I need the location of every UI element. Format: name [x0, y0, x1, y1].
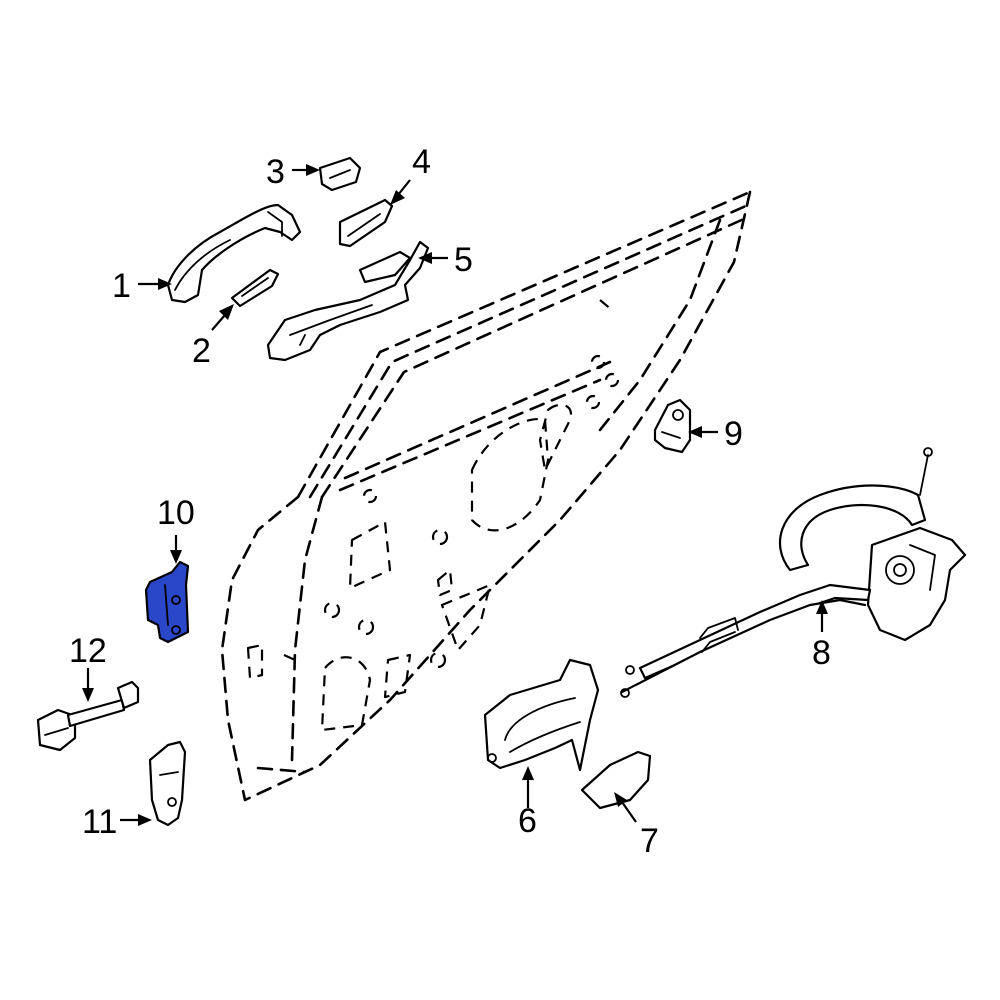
- part-5-handle-bracket: [266, 240, 430, 362]
- callout-numbers: 1 2 3 4 5 6 7 8 9 10 11 12: [69, 143, 831, 860]
- part-7-handle-bezel: [580, 750, 652, 810]
- callout-3: 3: [266, 153, 285, 191]
- callout-11: 11: [82, 803, 117, 841]
- part-11-hinge-bracket: [148, 740, 187, 827]
- callout-10: 10: [157, 494, 195, 532]
- part-9-door-striker: [653, 398, 692, 454]
- callout-6: 6: [518, 802, 537, 840]
- callout-2: 2: [192, 332, 211, 370]
- callout-4: 4: [412, 143, 431, 181]
- callout-9: 9: [724, 415, 743, 453]
- part-1-outside-handle: [166, 203, 302, 304]
- part-8-door-lock-actuator: [620, 447, 967, 698]
- callout-leaders: [82, 164, 828, 826]
- part-12-door-check: [36, 680, 140, 752]
- callout-1: 1: [112, 267, 131, 305]
- part-2-handle-gasket: [230, 268, 280, 308]
- part-10-door-hinge-highlighted: [144, 560, 190, 644]
- callout-8: 8: [812, 634, 831, 672]
- part-3-keyhole-cap: [318, 156, 362, 192]
- part-6-inside-handle: [483, 658, 600, 772]
- callout-12: 12: [69, 632, 107, 670]
- rear-door-outline: [220, 190, 752, 802]
- part-4-cap-gasket: [338, 198, 394, 248]
- callout-7: 7: [640, 822, 659, 860]
- callout-5: 5: [454, 241, 473, 279]
